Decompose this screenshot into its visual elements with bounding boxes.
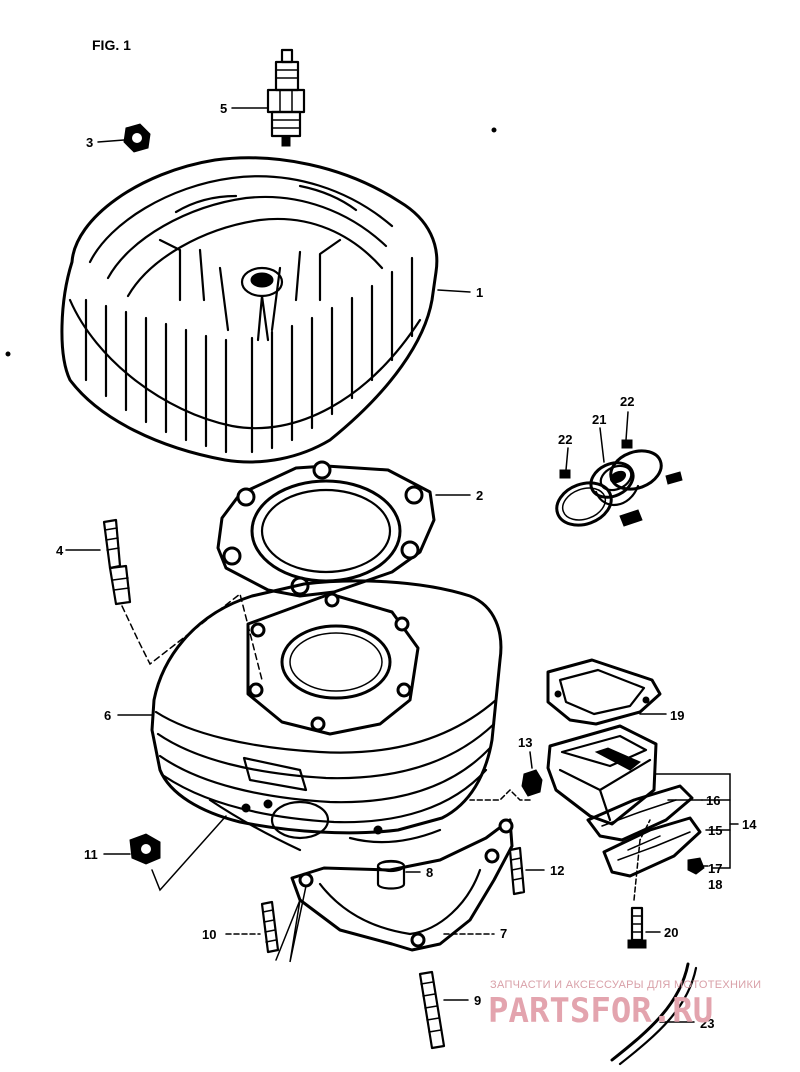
- label-part-11: 11: [84, 847, 98, 862]
- stud-short[interactable]: [260, 900, 280, 954]
- dowel-pin[interactable]: [376, 859, 406, 890]
- label-part-10: 10: [202, 927, 216, 942]
- scan-dot: [5, 351, 11, 357]
- leader-stud-4: [121, 592, 263, 681]
- cylinder-nut[interactable]: [129, 815, 227, 892]
- reed-nut[interactable]: [469, 769, 543, 801]
- reed-stopper[interactable]: [602, 816, 702, 878]
- base-gasket[interactable]: [290, 818, 514, 952]
- label-part-3: 3: [86, 135, 93, 150]
- label-part-18: 18: [708, 877, 722, 892]
- leader-studs-9-10: [275, 885, 307, 963]
- label-part-5: 5: [220, 101, 227, 116]
- head-gasket[interactable]: [216, 460, 436, 598]
- label-part-6: 6: [104, 708, 111, 723]
- callout-labels: 1 2 3 4 5 6 7 8 9 10 11 12 13: [56, 101, 757, 1031]
- label-part-19: 19: [670, 708, 684, 723]
- intake-hose[interactable]: [585, 456, 640, 507]
- head-nut[interactable]: [123, 123, 151, 153]
- stud-long[interactable]: [102, 518, 132, 606]
- stud-lower[interactable]: [418, 970, 446, 1050]
- spark-plug[interactable]: [266, 48, 306, 147]
- stud-12[interactable]: [508, 846, 526, 896]
- label-part-20: 20: [664, 925, 678, 940]
- label-part-22-left: 22: [558, 432, 572, 447]
- figure-title: FIG. 1: [92, 37, 131, 53]
- label-part-22-right: 22: [620, 394, 634, 409]
- label-part-14: 14: [742, 817, 757, 832]
- label-part-15: 15: [708, 823, 722, 838]
- reed-petal[interactable]: [586, 784, 694, 842]
- watermark-tagline: ЗАПЧАСТИ И АКСЕССУАРЫ ДЛЯ МОТОТЕХНИКИ: [490, 979, 761, 991]
- label-part-17: 17: [708, 861, 722, 876]
- label-part-9: 9: [474, 993, 481, 1008]
- label-part-2: 2: [476, 488, 483, 503]
- reed-screw[interactable]: [687, 857, 705, 875]
- label-part-7: 7: [500, 926, 507, 941]
- breather-tube[interactable]: [610, 962, 698, 1066]
- reed-valve-assembly[interactable]: [546, 724, 658, 826]
- label-part-4: 4: [56, 543, 64, 558]
- reed-bolt[interactable]: [627, 906, 647, 949]
- cylinder[interactable]: [150, 579, 503, 852]
- intake-clamp-left[interactable]: [551, 469, 617, 532]
- leader-bolt-20: [633, 819, 651, 901]
- cylinder-head[interactable]: [60, 156, 439, 464]
- watermark-brand: PARTSFOR.RU: [488, 991, 713, 1031]
- label-part-1: 1: [476, 285, 483, 300]
- label-part-12: 12: [550, 863, 564, 878]
- intake-clamp-right[interactable]: [605, 439, 683, 527]
- label-part-23: 23: [700, 1016, 714, 1031]
- label-part-8: 8: [426, 865, 433, 880]
- watermark: ЗАПЧАСТИ И АКСЕССУАРЫ ДЛЯ МОТОТЕХНИКИ PA…: [488, 979, 761, 1031]
- label-part-21: 21: [592, 412, 606, 427]
- scan-dot: [491, 127, 497, 133]
- label-part-16: 16: [706, 793, 720, 808]
- label-part-13: 13: [518, 735, 532, 750]
- reed-valve-gasket[interactable]: [546, 658, 662, 726]
